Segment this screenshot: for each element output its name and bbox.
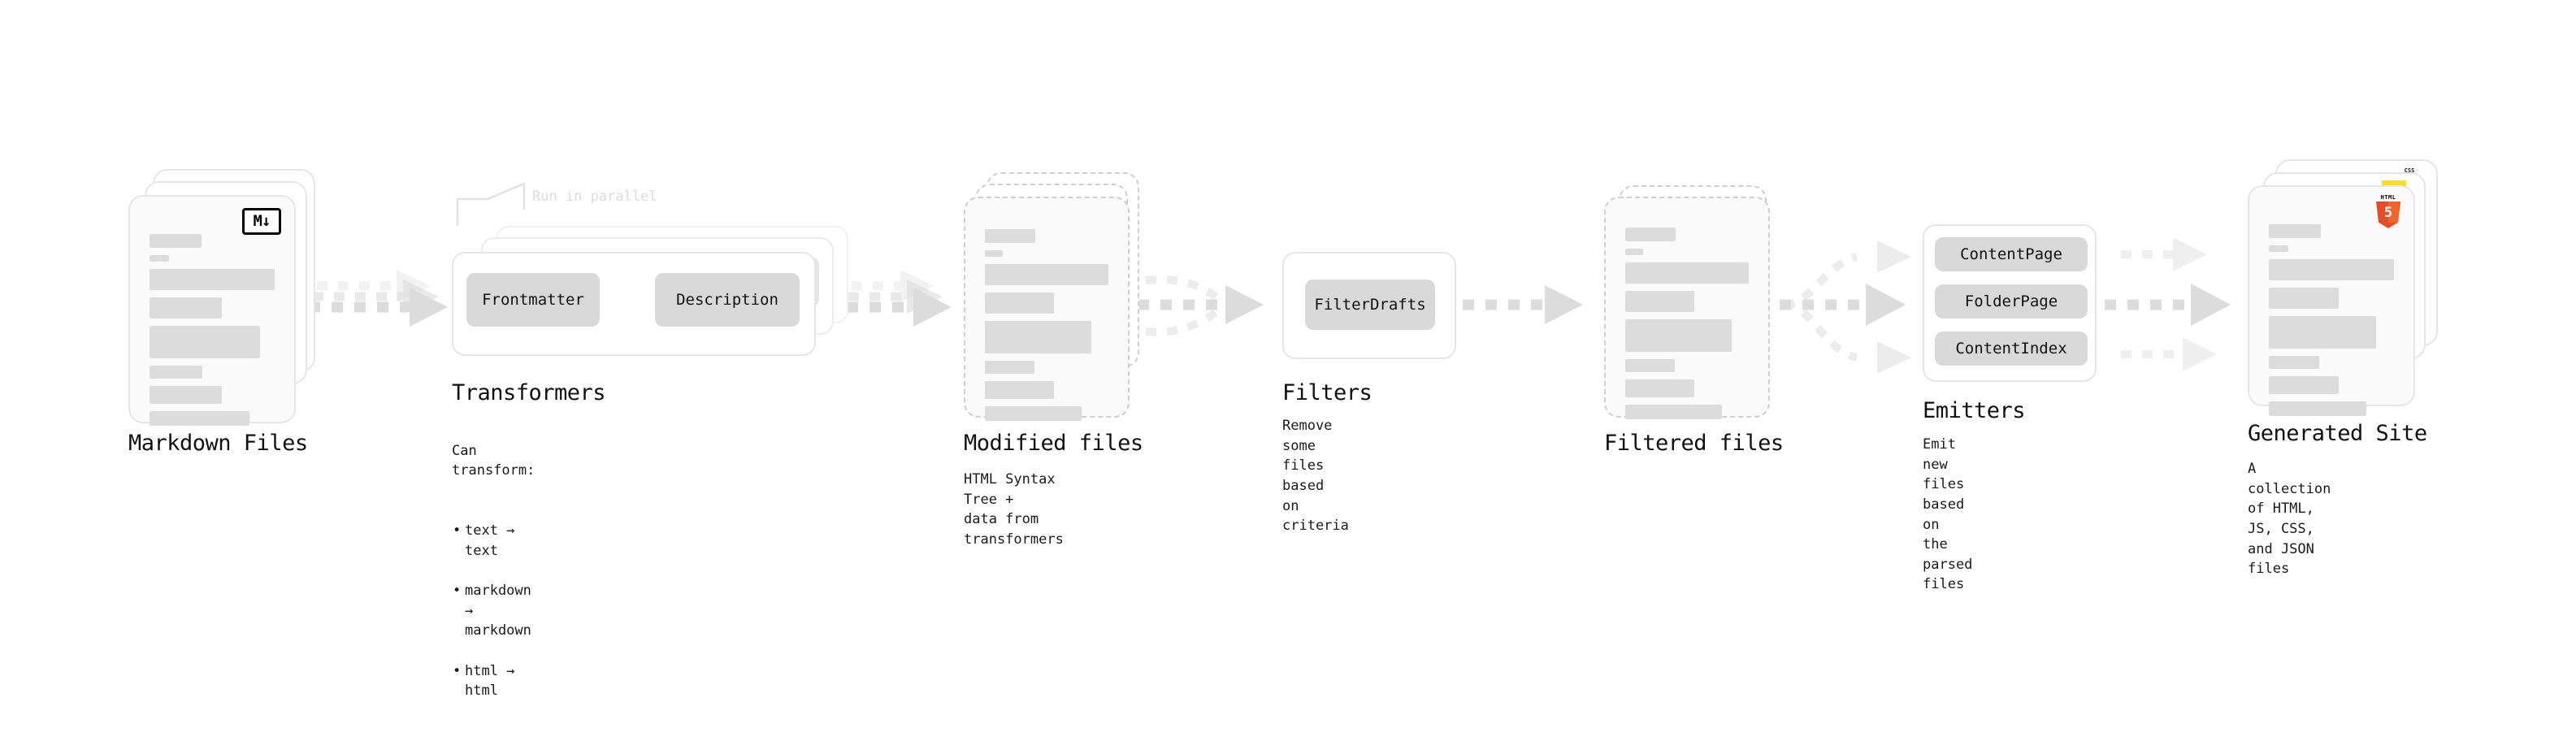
- list-item: markdown → markdown: [453, 581, 535, 641]
- filtered-doc-skeleton: [1625, 228, 1749, 427]
- markdown-doc-skeleton: [150, 234, 275, 433]
- list-item: text → text: [453, 521, 535, 561]
- page-title-emitters: Emitters: [1923, 398, 2026, 423]
- html5-icon: HTML 5: [2374, 195, 2402, 229]
- filters-description: Remove some files based on criteria: [1282, 418, 1349, 535]
- pill-folderpage[interactable]: FolderPage: [1935, 284, 2088, 318]
- list-item: html → html: [453, 661, 535, 701]
- arrow-filters-to-filtered: [1463, 285, 1583, 324]
- run-in-parallel-label: Run in parallel: [532, 188, 657, 205]
- filtered-doc-front: [1604, 197, 1770, 419]
- arrow-markdown-to-transformers: [309, 270, 448, 327]
- modified-doc-skeleton: [985, 229, 1108, 428]
- modified-files-description: HTML Syntax Tree + data from transformer…: [964, 471, 1064, 548]
- modified-doc-front: [964, 197, 1130, 421]
- site-doc-skeleton: [2269, 224, 2394, 423]
- pipeline-diagram: M↓ Markdown Files Run in parallel Frontm…: [0, 0, 2576, 681]
- markdown-doc-front: M↓: [128, 195, 296, 426]
- transformers-description: Can transform: text → text markdown → ma…: [452, 421, 535, 741]
- pill-contentpage[interactable]: ContentPage: [1935, 237, 2088, 271]
- emitters-group: ContentPage FolderPage ContentIndex: [1923, 224, 2097, 382]
- page-title-modified-files: Modified files: [964, 431, 1143, 456]
- transformers-capability-list: text → text markdown → markdown html → h…: [452, 501, 535, 722]
- site-doc-front: HTML 5: [2248, 185, 2415, 416]
- transformers-description-lead: Can transform:: [452, 442, 536, 479]
- pill-filterdrafts[interactable]: FilterDrafts: [1305, 280, 1435, 330]
- generated-site-description: A collection of HTML, JS, CSS, and JSON …: [2248, 461, 2331, 578]
- page-title-transformers: Transformers: [452, 380, 606, 405]
- arrow-modified-to-filters: [1138, 275, 1264, 336]
- page-title-generated-site: Generated Site: [2248, 421, 2427, 446]
- pill-description[interactable]: Description: [655, 273, 800, 327]
- transformer-group-front: Frontmatter Description: [452, 252, 816, 356]
- run-in-parallel-bracket: [456, 182, 526, 226]
- filters-group: FilterDrafts: [1282, 252, 1456, 359]
- arrow-emitters-to-site: [2105, 237, 2231, 371]
- emitters-description: Emit new files based on the parsed files: [1923, 436, 1973, 593]
- arrow-filtered-to-emitters: [1780, 240, 1911, 374]
- page-title-filters: Filters: [1282, 380, 1373, 405]
- page-title-markdown-files: Markdown Files: [128, 431, 308, 456]
- page-title-filtered-files: Filtered files: [1604, 431, 1784, 456]
- markdown-icon: M↓: [242, 208, 281, 235]
- pill-frontmatter[interactable]: Frontmatter: [466, 273, 600, 327]
- pill-contentindex[interactable]: ContentIndex: [1935, 332, 2088, 366]
